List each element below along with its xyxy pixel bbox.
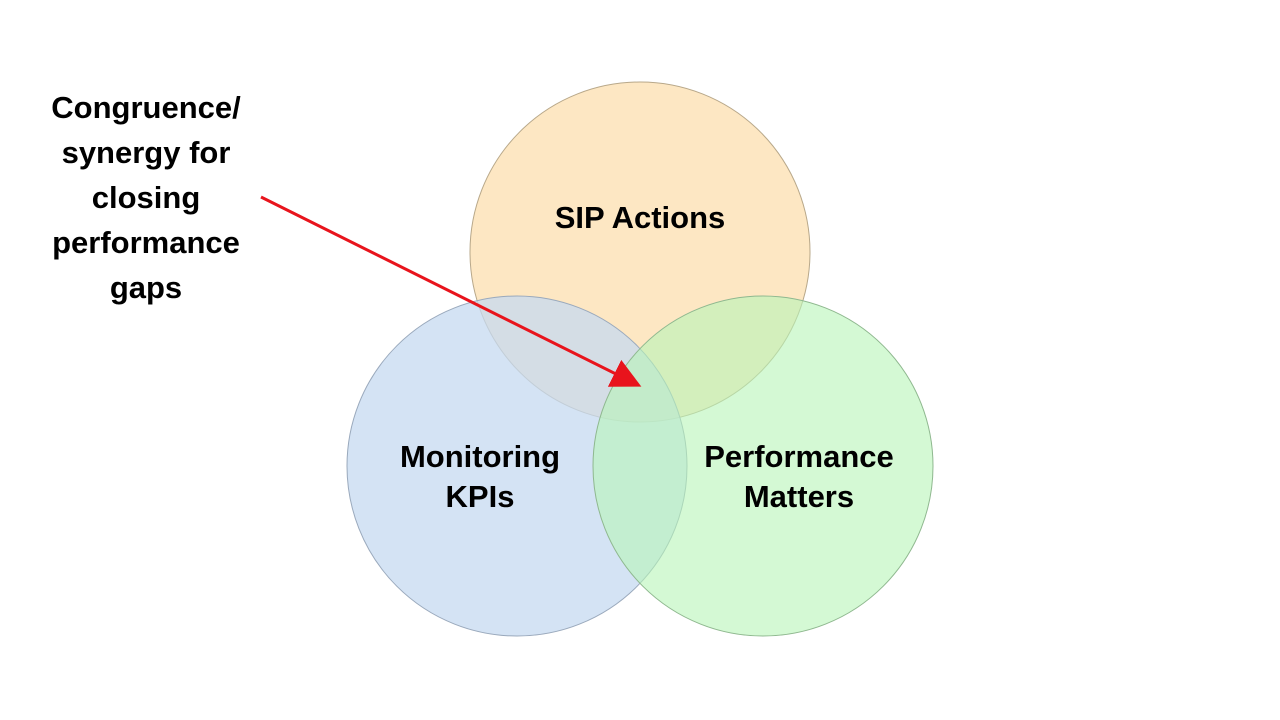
label-sip-actions: SIP Actions bbox=[540, 198, 740, 238]
callout-line: performance bbox=[52, 225, 240, 260]
callout-line: Congruence/ bbox=[51, 90, 241, 125]
callout-line: synergy for bbox=[61, 135, 231, 170]
label-line: SIP Actions bbox=[554, 200, 726, 235]
callout-line: gaps bbox=[109, 270, 183, 305]
label-performance-matters: Performance Matters bbox=[689, 437, 909, 517]
label-line: Monitoring bbox=[399, 439, 561, 474]
label-line: KPIs bbox=[445, 479, 515, 514]
callout-text: Congruence/ synergy for closing performa… bbox=[30, 85, 262, 310]
label-monitoring-kpis: Monitoring KPIs bbox=[380, 437, 580, 517]
label-line: Performance bbox=[704, 439, 894, 474]
callout-line: closing bbox=[91, 180, 201, 215]
callout-arrow bbox=[260, 195, 642, 387]
circle-performance-matters bbox=[592, 295, 934, 637]
label-line: Matters bbox=[743, 479, 855, 514]
